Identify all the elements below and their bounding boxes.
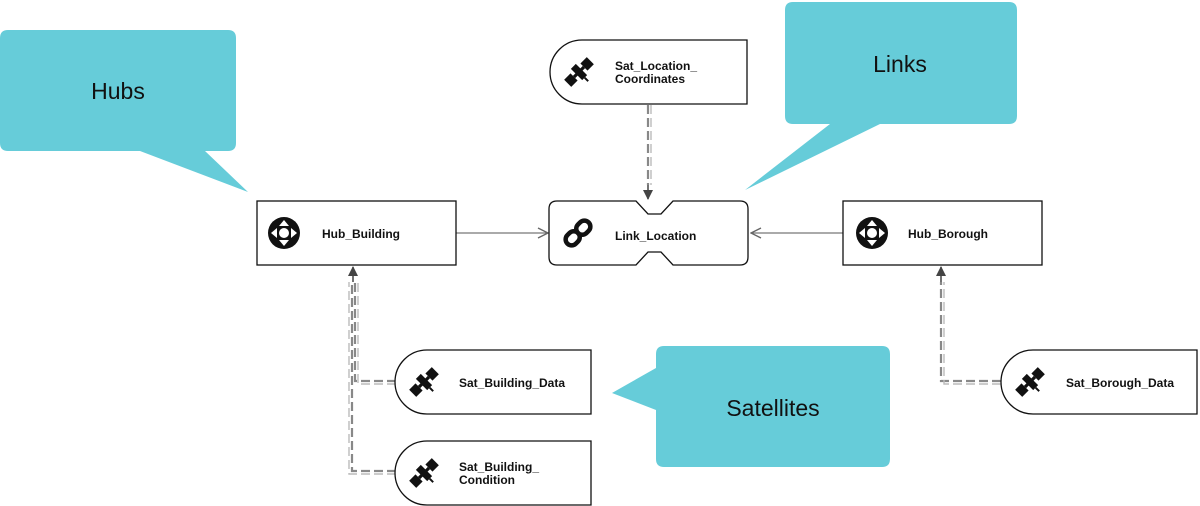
connector-sat-building-condition-to-hub	[348, 266, 396, 475]
node-link-location[interactable]: Link_Location	[548, 200, 749, 266]
connector-sat-location-to-link	[643, 105, 653, 200]
node-hub-borough-label: Hub_Borough	[908, 227, 988, 241]
node-sat-building-condition-line2: Condition	[459, 473, 515, 487]
callout-links: Links	[745, 2, 1017, 190]
node-hub-building-label: Hub_Building	[322, 227, 400, 241]
hub-icon	[856, 217, 888, 249]
node-sat-building-data-label: Sat_Building_Data	[459, 376, 565, 390]
connector-sat-borough-data-to-hub	[936, 266, 1001, 385]
node-hub-borough[interactable]: Hub_Borough	[842, 200, 1043, 266]
hub-icon	[268, 217, 300, 249]
callout-hubs-label: Hubs	[91, 78, 145, 104]
node-link-location-label: Link_Location	[615, 229, 696, 243]
node-sat-building-condition-line1: Sat_Building_	[459, 460, 539, 474]
connector-sat-building-data-to-hub	[353, 282, 396, 385]
callout-satellites-label: Satellites	[726, 395, 819, 421]
node-hub-building[interactable]: Hub_Building	[256, 200, 457, 266]
node-sat-borough-data[interactable]: Sat_Borough_Data	[1000, 349, 1198, 415]
node-sat-building-condition[interactable]: Sat_Building_ Condition	[394, 440, 592, 506]
node-sat-location-coordinates-label: Sat_Location_ Coordinates	[615, 59, 700, 86]
node-sat-location-coordinates-line2: Coordinates	[615, 72, 685, 86]
node-sat-borough-data-label: Sat_Borough_Data	[1066, 376, 1174, 390]
callout-satellites: Satellites	[612, 346, 890, 467]
node-sat-building-data[interactable]: Sat_Building_Data	[394, 349, 592, 415]
callout-links-label: Links	[873, 51, 927, 77]
node-sat-location-coordinates[interactable]: Sat_Location_ Coordinates	[549, 39, 748, 105]
node-sat-location-coordinates-line1: Sat_Location_	[615, 59, 697, 73]
callout-hubs: Hubs	[0, 30, 248, 192]
node-sat-building-condition-label: Sat_Building_ Condition	[459, 460, 542, 487]
